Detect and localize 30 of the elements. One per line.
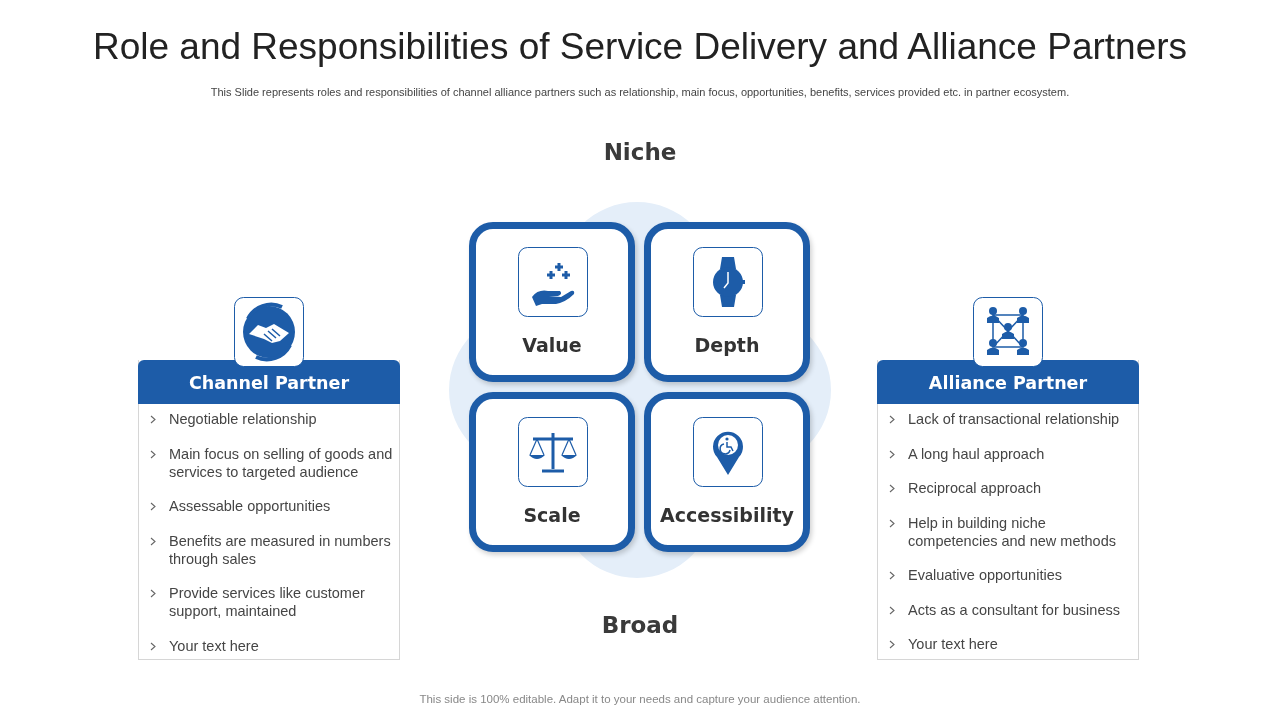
footer-note: This side is 100% editable. Adapt it to your needs and capture your audience attention. (418, 693, 862, 705)
subtitle: This Slide represents roles and responsibilities of channel alliance partners such as relationship, main focus, opportunities, benefits, services provided etc. in partner ecosystem. (209, 86, 1071, 98)
category-tile (644, 222, 810, 382)
partner-card (877, 360, 1139, 660)
tile-label: Value (521, 334, 583, 356)
bullet-text: Negotiable relationship (169, 410, 317, 428)
bullet-text: Assessable opportunities (169, 497, 331, 515)
bullet-text: Lack of transactional relationship (908, 410, 1120, 428)
card-header: Channel Partner (138, 360, 400, 404)
bullet-text: Acts as a consultant for business (908, 600, 1120, 619)
axis-label: Niche (602, 139, 678, 165)
bullet-text: A long haul approach (908, 444, 1045, 463)
card-header: Alliance Partner (877, 360, 1139, 404)
bullet-text: Your text here (908, 635, 998, 653)
category-tile (469, 392, 635, 552)
bullet-text: Help in building niche competencies and new methods (908, 513, 1117, 550)
bullet-text: Benefits are measured in numbers through sales (169, 531, 392, 568)
tile-label: Depth (693, 334, 761, 356)
axis-label: Broad (600, 612, 680, 638)
slide-title: Role and Responsibilities of Service Delivery and Alliance Partners (91, 26, 1189, 68)
partner-card (138, 360, 400, 660)
category-tile (469, 222, 635, 382)
bullet-text: Evaluative opportunities (908, 566, 1062, 584)
bullet-text: Provide services like customer support, maintained (169, 584, 366, 620)
bullet-text: Your text here (169, 636, 259, 655)
tile-label: Scale (522, 504, 582, 526)
bullet-text: Main focus on selling of goods and services to targeted audience (169, 444, 394, 481)
category-tile (644, 392, 810, 552)
bullet-text: Reciprocal approach (908, 479, 1041, 497)
tile-label: Accessibility (659, 504, 795, 526)
